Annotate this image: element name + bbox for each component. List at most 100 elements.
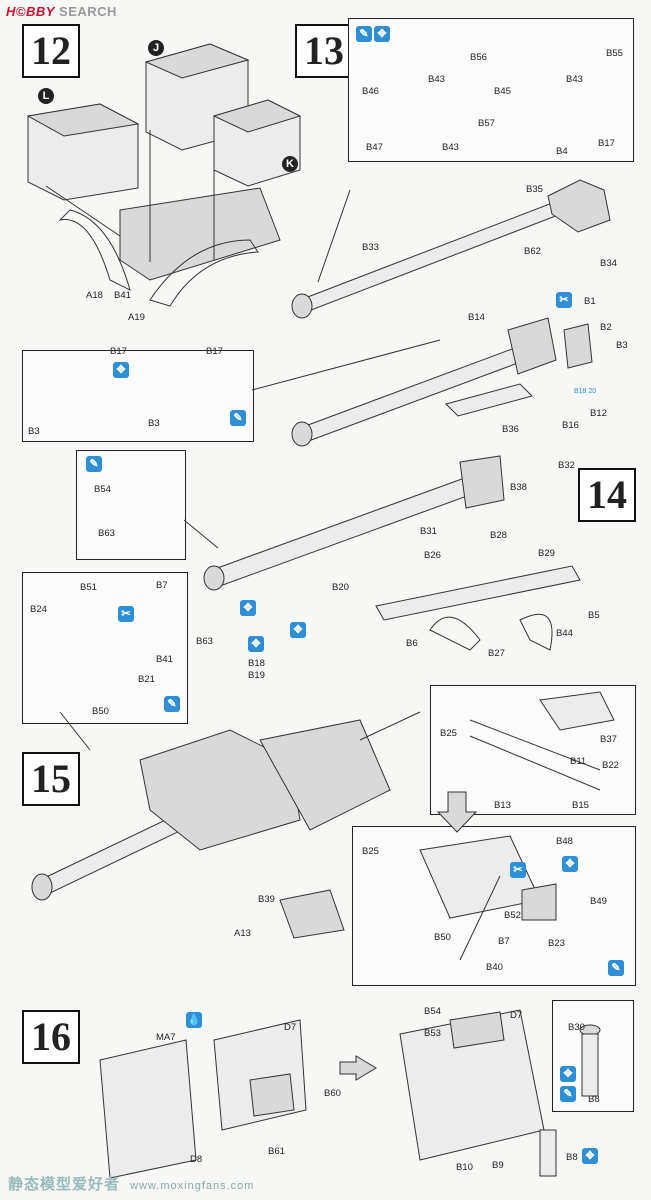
left-mechanism-detail-box	[22, 572, 188, 724]
part-label: B23	[548, 938, 565, 949]
part-label: B25	[440, 728, 457, 739]
gun-barrel-step14	[183, 455, 581, 651]
part-label: A18	[86, 290, 103, 301]
gun-barrel-middle	[251, 317, 593, 447]
part-label: B3	[148, 418, 160, 429]
choose-icon: ✥	[562, 856, 578, 872]
part-label: B40	[486, 962, 503, 973]
brand-text: H©BBY	[6, 4, 55, 19]
part-label: B6	[406, 638, 418, 649]
part-label: B10	[456, 1162, 473, 1173]
part-label: B37	[600, 734, 617, 745]
part-label: B31	[420, 526, 437, 537]
part-label: B20	[332, 582, 349, 593]
part-label: B3	[616, 340, 628, 351]
part-label: B44	[556, 628, 573, 639]
part-label: B51	[80, 582, 97, 593]
part-label: B54	[424, 1006, 441, 1017]
part-label: B56	[470, 52, 487, 63]
part-label: B53	[424, 1028, 441, 1039]
choose-icon: ✥	[374, 26, 390, 42]
gun-carriage-step15	[31, 711, 421, 939]
brand-word: SEARCH	[59, 4, 117, 19]
choose-icon: ✥	[560, 1066, 576, 1082]
part-label: A19	[128, 312, 145, 323]
part-label: B3	[28, 426, 40, 437]
part-label: B17	[206, 346, 223, 357]
muzzle-brake-detail-box	[348, 18, 634, 162]
step-number-12: 12	[22, 24, 80, 78]
part-label: B63	[196, 636, 213, 647]
part-label: B27	[488, 648, 505, 659]
part-label: B60	[324, 1088, 341, 1099]
part-label: B61	[268, 1146, 285, 1157]
part-label: B19	[248, 670, 265, 681]
part-label: B16	[562, 420, 579, 431]
breech-detail-box	[22, 350, 254, 442]
part-label: B7	[498, 936, 510, 947]
part-tag: B18 20	[574, 388, 597, 395]
part-label: B43	[566, 74, 583, 85]
watermark-url: www.moxingfans.com	[130, 1180, 255, 1192]
gun-shield-step16	[99, 1009, 601, 1179]
cut-icon: ✂	[118, 606, 134, 622]
paint-icon: ✎	[86, 456, 102, 472]
cut-icon: ✂	[510, 862, 526, 878]
part-label: B9	[492, 1160, 504, 1171]
part-label: B54	[94, 484, 111, 495]
b54-b63-detail-box	[76, 450, 186, 560]
choose-icon: ✥	[248, 636, 264, 652]
choose-icon: ✥	[582, 1148, 598, 1164]
part-label: B43	[442, 142, 459, 153]
part-label: D7	[510, 1010, 523, 1021]
paint-icon: ✎	[608, 960, 624, 976]
part-label: B25	[362, 846, 379, 857]
part-label: B24	[30, 604, 47, 615]
callout-L: L	[38, 88, 54, 104]
part-label: B13	[494, 800, 511, 811]
site-logo[interactable]: H©BBY SEARCH	[6, 4, 117, 19]
step-number-14: 14	[578, 468, 636, 522]
part-label: B41	[114, 290, 131, 301]
part-label: B22	[602, 760, 619, 771]
part-label: B63	[98, 528, 115, 539]
hull-assembly	[26, 43, 302, 307]
choose-icon: ✥	[290, 622, 306, 638]
watermark-cn: 静态模型爱好者	[8, 1176, 121, 1193]
step-number-13: 13	[295, 24, 353, 78]
part-label: B43	[428, 74, 445, 85]
part-label: B32	[558, 460, 575, 471]
part-label: B8	[566, 1152, 578, 1163]
part-label: B17	[598, 138, 615, 149]
part-label: A13	[234, 928, 251, 939]
choose-icon: ✥	[113, 362, 129, 378]
part-label: B18	[248, 658, 265, 669]
paint-icon: ✎	[560, 1086, 576, 1102]
part-label: B5	[588, 610, 600, 621]
part-label: B50	[434, 932, 451, 943]
part-label: MA7	[156, 1032, 176, 1043]
recoil-parts	[419, 691, 615, 961]
part-label: B57	[478, 118, 495, 129]
part-label: B29	[538, 548, 555, 559]
part-label: B52	[504, 910, 521, 921]
part-label: B47	[366, 142, 383, 153]
part-label: B35	[526, 184, 543, 195]
part-label: B17	[110, 346, 127, 357]
part-label: B26	[424, 550, 441, 561]
part-label: B62	[524, 246, 541, 257]
part-label: B4	[556, 146, 568, 157]
part-label: B41	[156, 654, 173, 665]
part-label: B55	[606, 48, 623, 59]
part-label: B34	[600, 258, 617, 269]
cut-icon: ✂	[556, 292, 572, 308]
part-label: B30	[568, 1022, 585, 1033]
part-label: B1	[584, 296, 596, 307]
part-label: B48	[556, 836, 573, 847]
callout-J: J	[148, 40, 164, 56]
part-label: B12	[590, 408, 607, 419]
part-label: B8	[588, 1094, 600, 1105]
watermark: 静态模型爱好者 www.moxingfans.com	[8, 1173, 254, 1194]
